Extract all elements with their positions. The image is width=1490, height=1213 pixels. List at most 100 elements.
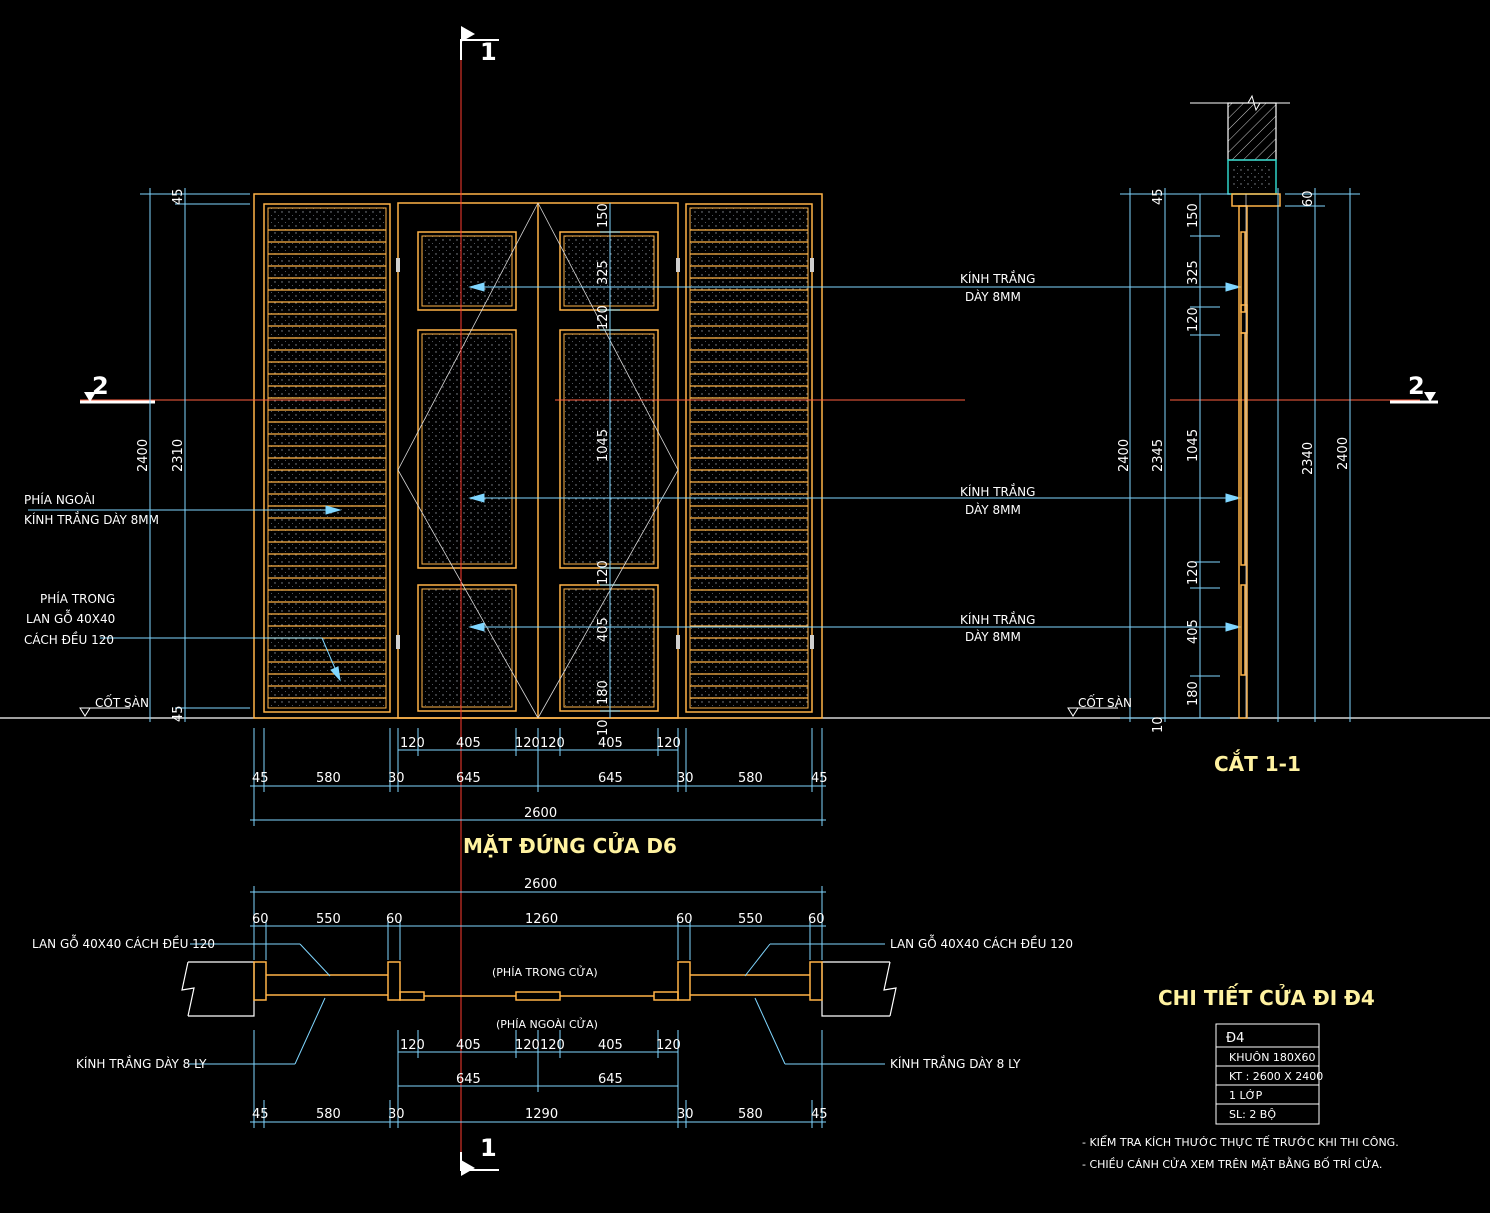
dim-bot-580a: 580 [316,771,341,786]
wall-above [1190,94,1290,195]
plan-top-dims [250,886,826,960]
floor-marker-elevation: CỐT SÀN [79,694,149,717]
glass-callout-2a: KÍNH TRẮNG [960,483,1035,499]
plan-callout-glass-left: KÍNH TRẮNG DÀY 8 LY [76,1055,207,1071]
dim-center-150: 150 [596,203,611,228]
plan-dim-30a: 30 [388,1107,405,1122]
door-swing-lines [397,202,679,719]
plan-dim-1260: 1260 [525,912,558,927]
glass-leaders [28,282,1242,682]
dim-bot-45a: 45 [252,771,269,786]
plan-dim-45a: 45 [252,1107,269,1122]
center-double-door [397,202,679,719]
sec-dim-1045: 1045 [1186,429,1201,462]
detail-title: CHI TIẾT CỬA ĐI Đ4 [1158,984,1375,1010]
section-right-dims [1277,188,1360,722]
plan-dim-405b: 405 [598,1038,623,1053]
dim-bot-645b: 645 [598,771,623,786]
left-louvre-leaf [263,203,391,713]
plan-dim-60b: 60 [386,912,403,927]
dim-center-120a: 120 [596,305,611,330]
section-view: 2400 2345 45 10 150 325 120 1045 120 405… [1067,94,1360,776]
hinges [396,258,814,649]
plan-frames [253,961,823,1001]
dim-bot-405b: 405 [598,736,623,751]
dim-bot-2600: 2600 [524,806,557,821]
plan-dim-60d: 60 [808,912,825,927]
plan-dim-645a: 645 [456,1072,481,1087]
plan-callout-glass-right: KÍNH TRẮNG DÀY 8 LY [890,1055,1021,1071]
callout-inside-2: LAN GỖ 40X40 [26,609,115,626]
svg-text:2: 2 [1408,372,1425,400]
dim-bot-120d: 120 [656,736,681,751]
sec-dim-325: 325 [1186,260,1201,285]
elevation-view: 1 1 2 2 [0,26,1490,1176]
plan-dim-550b: 550 [738,912,763,927]
detail-row-4: SL: 2 BỘ [1229,1108,1276,1121]
plan-outside-label: (PHÍA NGOÀI CỬA) [496,1017,598,1031]
dim-bot-30a: 30 [388,771,405,786]
dim-center-180: 180 [596,680,611,705]
sec-dim-405: 405 [1186,619,1201,644]
glass-callout-3a: KÍNH TRẮNG [960,611,1035,627]
plan-dim-60c: 60 [676,912,693,927]
plan-dim-30b: 30 [677,1107,694,1122]
svg-text:2: 2 [92,372,109,400]
plan-dim-1290: 1290 [525,1107,558,1122]
dim-left-2400: 2400 [136,439,151,472]
dim-center-405: 405 [596,617,611,642]
glass-callout-3b: DÀY 8MM [965,629,1021,644]
plan-dim-120a: 120 [400,1038,425,1053]
dim-center-1045: 1045 [596,429,611,462]
sec-dim-120a: 120 [1186,307,1201,332]
glass-callout-2b: DÀY 8MM [965,502,1021,517]
dim-left-2310: 2310 [171,439,186,472]
svg-text:CỐT SÀN: CỐT SÀN [1078,694,1132,710]
elevation-bottom-dims [250,728,826,826]
glass-callout-1b: DÀY 8MM [965,289,1021,304]
plan-dim-60a: 60 [252,912,269,927]
section-marker-bottom: 1 [460,1134,499,1176]
section-left-dims [1120,188,1230,722]
door-profile-section [1231,193,1281,719]
sec-dim-45: 45 [1151,188,1166,205]
callout-outside-1: PHÍA NGOÀI [24,492,95,507]
dim-bot-580b: 580 [738,771,763,786]
dim-left-45-top: 45 [171,188,186,205]
sec-dim-180: 180 [1186,681,1201,706]
detail-block: CHI TIẾT CỬA ĐI Đ4 Đ4 KHUÔN 180X60 KT : … [1082,984,1399,1171]
plan-callout-bar-right: LAN GỖ 40X40 CÁCH ĐỀU 120 [890,934,1073,951]
elevation-center-dims [600,203,620,718]
plan-view: 2600 60 550 60 1260 60 550 60 [32,877,1073,1128]
section-marker-top: 1 [460,26,499,66]
detail-row-0: Đ4 [1226,1031,1244,1046]
dim-center-10: 10 [596,719,611,736]
plan-dim-2600: 2600 [524,877,557,892]
sec-dim-2345: 2345 [1151,439,1166,472]
plan-callout-leaders [188,943,885,1065]
sec-dim-2400-right: 2400 [1336,437,1351,470]
elevation-title: MẶT ĐỨNG CỬA D6 [463,833,677,858]
plan-dim-45b: 45 [811,1107,828,1122]
svg-text:1: 1 [480,38,497,66]
dim-left-45-bottom: 45 [171,705,186,722]
sec-dim-120b: 120 [1186,560,1201,585]
callout-outside-2: KÍNH TRẮNG DÀY 8MM [24,511,159,527]
cut-marker-right: 2 [1390,372,1438,404]
plan-dim-645b: 645 [598,1072,623,1087]
dim-center-325: 325 [596,260,611,285]
glass-callout-1a: KÍNH TRẮNG [960,270,1035,286]
dim-bot-120b: 120 [515,736,540,751]
detail-table [1215,1023,1320,1125]
cut-marker-left: 2 [80,372,155,404]
plan-dim-580b: 580 [738,1107,763,1122]
dim-bot-645a: 645 [456,771,481,786]
dim-center-120b: 120 [596,560,611,585]
sec-dim-150: 150 [1186,203,1201,228]
plan-dim-120c: 120 [540,1038,565,1053]
dim-bot-120a: 120 [400,736,425,751]
plan-inside-label: (PHÍA TRONG CỬA) [492,965,598,979]
plan-dim-405a: 405 [456,1038,481,1053]
svg-text:CỐT SÀN: CỐT SÀN [95,694,149,710]
